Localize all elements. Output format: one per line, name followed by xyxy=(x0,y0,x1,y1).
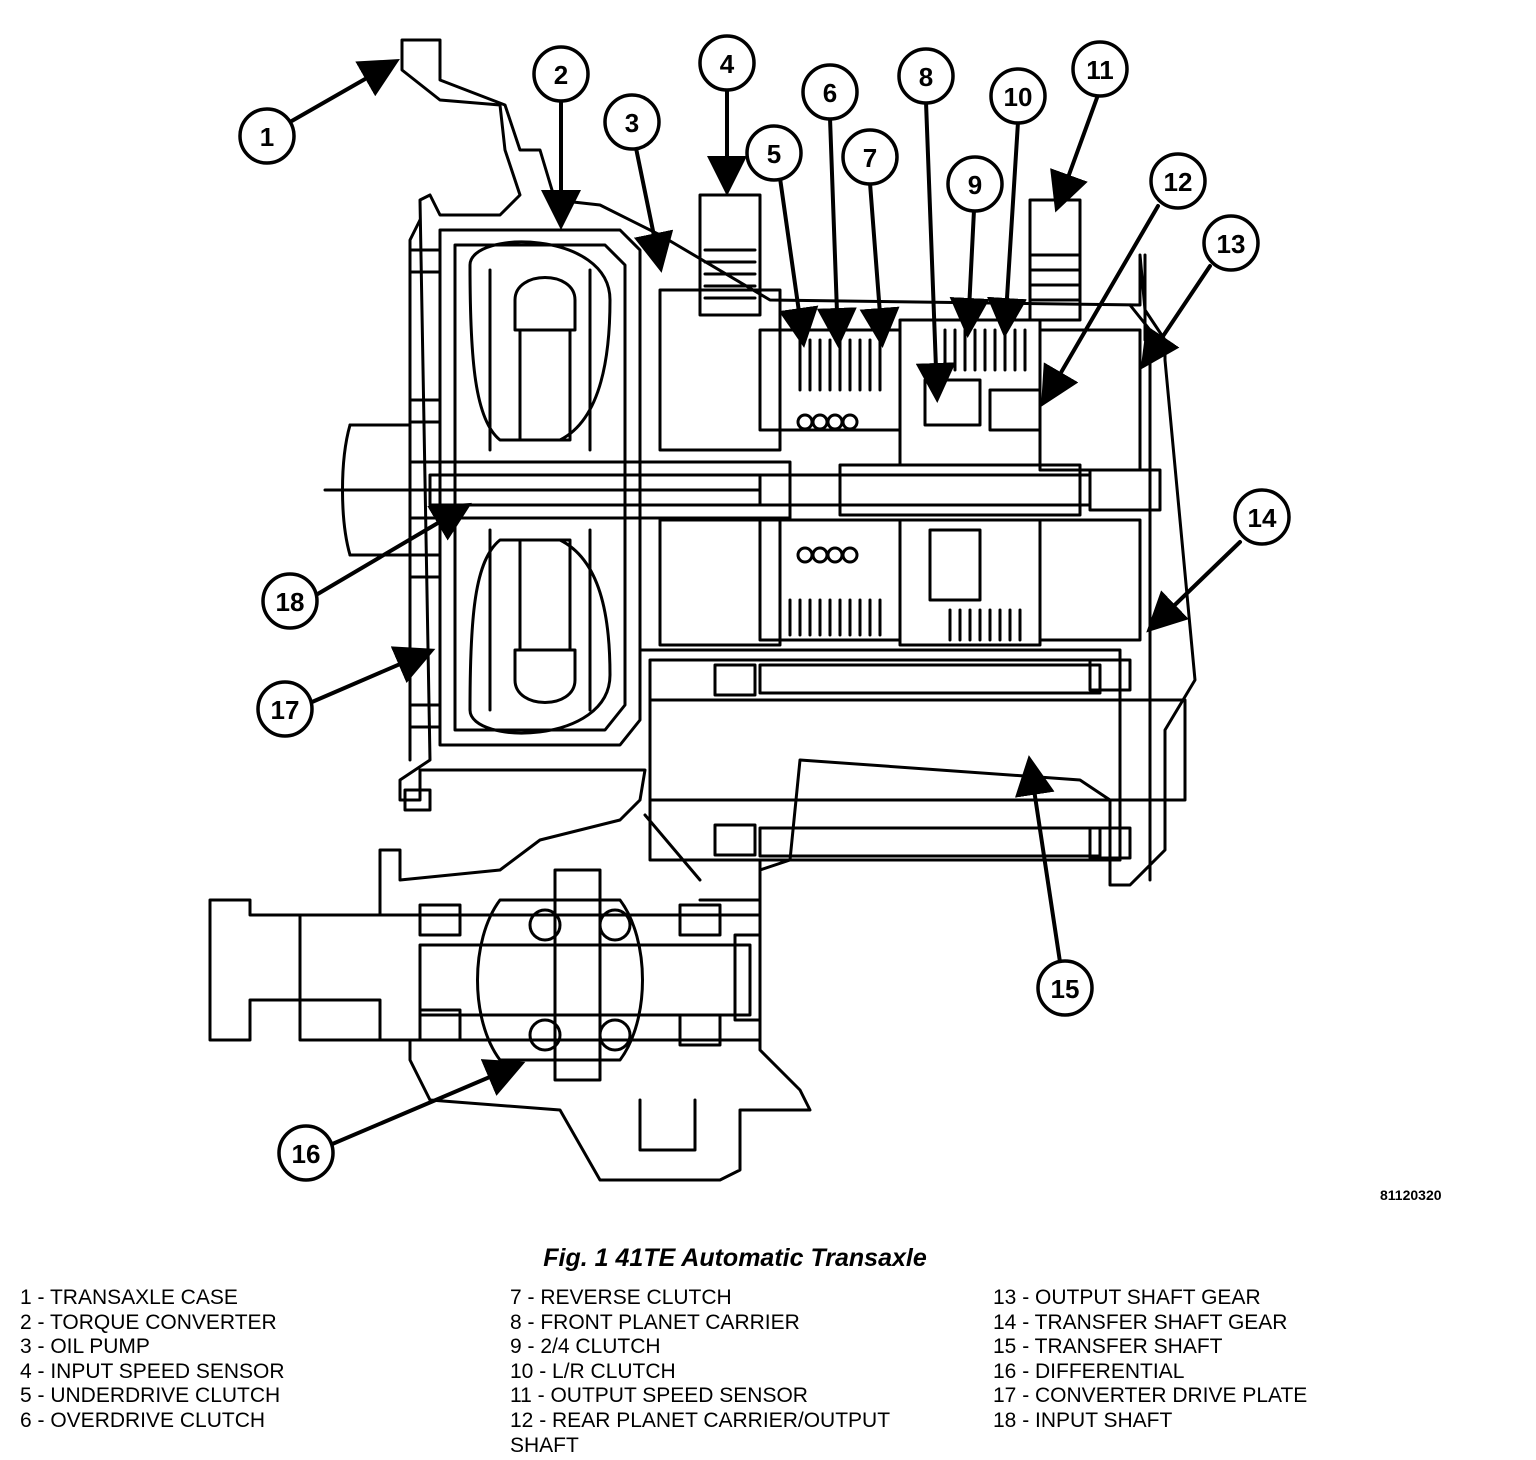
leader-10 xyxy=(987,120,1027,338)
callout-5: 5 xyxy=(745,124,803,182)
leader-6 xyxy=(816,116,857,348)
legend-item: 18 - INPUT SHAFT xyxy=(993,1408,1173,1432)
legend-item: 12 - REAR PLANET CARRIER/OUTPUT SHAFT xyxy=(510,1408,890,1457)
svg-text:9: 9 xyxy=(968,170,982,200)
leader-9 xyxy=(949,208,990,338)
leader-15 xyxy=(1014,755,1062,964)
legend-column-3: 13 - OUTPUT SHAFT GEAR 14 - TRANSFER SHA… xyxy=(993,1286,1307,1434)
svg-text:10: 10 xyxy=(1004,82,1033,112)
svg-text:14: 14 xyxy=(1248,503,1277,533)
leader-18 xyxy=(314,502,472,597)
svg-text:11: 11 xyxy=(1086,55,1114,85)
legend-column-2: 7 - REVERSE CLUTCH 8 - FRONT PLANET CARR… xyxy=(510,1286,930,1458)
legend-item: 6 - OVERDRIVE CLUTCH xyxy=(20,1408,266,1432)
figure-id: 81120320 xyxy=(1380,1187,1442,1203)
callout-14: 14 xyxy=(1233,488,1291,546)
legend-item: 10 - L/R CLUTCH xyxy=(510,1359,676,1383)
callout-13: 13 xyxy=(1202,214,1260,272)
svg-text:8: 8 xyxy=(919,62,933,92)
differential-drawing xyxy=(298,813,762,1152)
svg-text:6: 6 xyxy=(823,78,837,108)
transfer-shaft-drawing xyxy=(648,658,1187,862)
legend-item: 4 - INPUT SPEED SENSOR xyxy=(20,1359,285,1383)
legend-item: 16 - DIFFERENTIAL xyxy=(993,1359,1185,1383)
legend-item: 8 - FRONT PLANET CARRIER xyxy=(510,1310,800,1334)
svg-text:16: 16 xyxy=(292,1139,321,1169)
legend-item: 1 - TRANSAXLE CASE xyxy=(20,1286,238,1309)
callout-leaders xyxy=(288,59,1242,1147)
legend-item: 2 - TORQUE CONVERTER xyxy=(20,1310,277,1334)
leader-5 xyxy=(778,176,819,348)
callout-12: 12 xyxy=(1149,152,1207,210)
callout-2: 2 xyxy=(532,45,590,103)
callout-6: 6 xyxy=(801,63,859,121)
leader-11 xyxy=(1050,93,1100,213)
leader-8 xyxy=(915,100,956,403)
svg-text:7: 7 xyxy=(863,143,877,173)
svg-text:18: 18 xyxy=(276,587,305,617)
callout-17: 17 xyxy=(256,680,314,738)
callout-7: 7 xyxy=(841,128,899,186)
input-shaft-drawing xyxy=(323,423,1162,557)
leader-7 xyxy=(859,181,900,348)
torque-converter-drawing xyxy=(438,228,642,747)
callout-8: 8 xyxy=(897,47,955,105)
legend-column-1: 1 - TRANSAXLE CASE 2 - TORQUE CONVERTER … xyxy=(20,1286,285,1434)
svg-text:5: 5 xyxy=(767,139,781,169)
clutch-assembly-lower xyxy=(658,518,1142,647)
svg-text:12: 12 xyxy=(1164,167,1193,197)
svg-text:17: 17 xyxy=(271,695,300,725)
svg-text:2: 2 xyxy=(554,60,568,90)
figure-caption: Fig. 1 41TE Automatic Transaxle xyxy=(543,1244,927,1272)
transaxle-cutaway-drawing: 1 2 3 4 5 6 7 8 9 10 11 12 13 14 15 16 1… xyxy=(208,34,1291,1182)
callout-4: 4 xyxy=(698,34,756,92)
housing-bolts xyxy=(403,248,442,812)
legend-item: 9 - 2/4 CLUTCH xyxy=(510,1335,661,1359)
legend-item: 15 - TRANSFER SHAFT xyxy=(993,1335,1223,1359)
callout-10: 10 xyxy=(989,67,1047,125)
leader-16 xyxy=(328,1059,526,1147)
legend-item: 5 - UNDERDRIVE CLUTCH xyxy=(20,1384,281,1408)
callout-1: 1 xyxy=(238,107,296,165)
leader-13 xyxy=(1140,264,1212,370)
legend-item: 11 - OUTPUT SPEED SENSOR xyxy=(510,1384,808,1408)
legend-item: 17 - CONVERTER DRIVE PLATE xyxy=(993,1384,1308,1408)
leader-14 xyxy=(1146,540,1242,633)
callout-16: 16 xyxy=(277,1124,335,1182)
leader-1 xyxy=(288,59,400,124)
leader-3 xyxy=(633,146,674,273)
legend-item: 13 - OUTPUT SHAFT GEAR xyxy=(993,1286,1261,1309)
leader-17 xyxy=(310,646,436,704)
svg-text:3: 3 xyxy=(625,108,639,138)
svg-text:4: 4 xyxy=(720,49,735,79)
callout-9: 9 xyxy=(946,155,1004,213)
legend-item: 14 - TRANSFER SHAFT GEAR xyxy=(993,1310,1288,1334)
legend-item: 3 - OIL PUMP xyxy=(20,1335,150,1359)
callout-3: 3 xyxy=(603,93,661,151)
callout-15: 15 xyxy=(1036,959,1094,1017)
svg-text:13: 13 xyxy=(1217,229,1246,259)
callout-11: 11 xyxy=(1071,40,1129,98)
callout-18: 18 xyxy=(261,572,319,630)
svg-text:15: 15 xyxy=(1051,974,1080,1004)
legend-item: 7 - REVERSE CLUTCH xyxy=(510,1286,732,1309)
callout-bubbles: 1 2 3 4 5 6 7 8 9 10 11 12 13 14 15 16 1… xyxy=(238,34,1291,1182)
clutch-assembly-upper xyxy=(658,193,1142,472)
leader-12 xyxy=(1040,204,1160,407)
svg-text:1: 1 xyxy=(260,122,274,152)
